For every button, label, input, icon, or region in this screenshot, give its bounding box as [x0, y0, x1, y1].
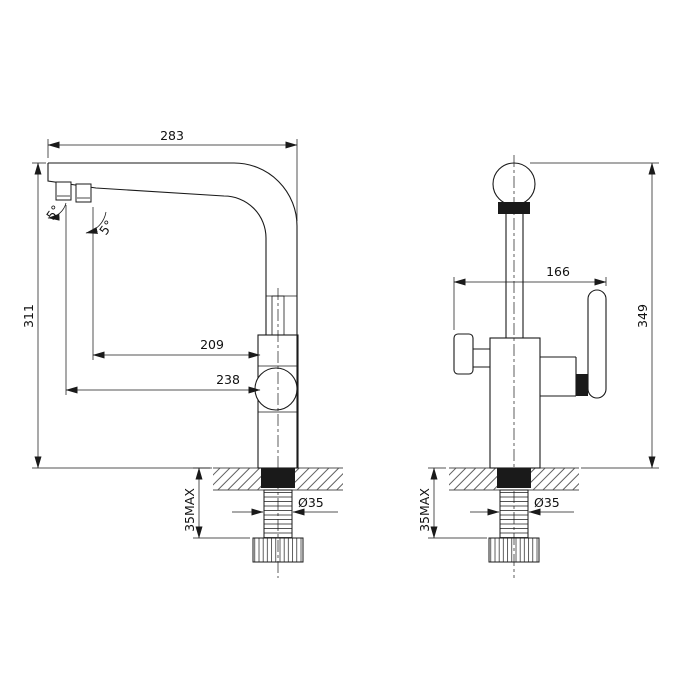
dim-overall-height-side: 311 [21, 162, 212, 469]
dim-label-angle-b: 5° [96, 217, 116, 237]
dim-shank-diameter-side: Ø35 [232, 495, 338, 516]
spout-inner-profile [47, 163, 267, 335]
dim-label-reach-inner: 209 [200, 337, 224, 352]
dim-reach-outer-outlet: 238 [65, 205, 261, 395]
angle-arc-a [47, 202, 67, 221]
angle-arc-b [85, 211, 107, 234]
dim-shank-diameter-front: Ø35 [470, 495, 574, 516]
dim-label-overall-height-side: 311 [21, 304, 36, 328]
filter-handle-front [453, 333, 474, 375]
dim-overall-height-front: 349 [530, 162, 659, 469]
spout-outer-profile [48, 162, 298, 468]
dim-label-spout-reach: 283 [160, 128, 184, 143]
dim-deck-max-side: 35MAX [182, 467, 250, 539]
angle-annotations: 5° 5° [43, 202, 116, 237]
outlet-aerator-outer [55, 181, 72, 201]
outlet-aerator-inner [75, 183, 92, 203]
dim-label-shank-dia-front: Ø35 [534, 495, 560, 510]
dim-label-deck-max-side: 35MAX [182, 488, 197, 532]
lever-handle-front [587, 289, 607, 399]
front-view: 166 349 Ø35 35MAX [417, 155, 659, 578]
dim-deck-max-front: 35MAX [417, 467, 487, 539]
dim-spout-reach: 283 [47, 128, 298, 221]
handle-knob-side [254, 367, 298, 411]
lever-joint [576, 374, 588, 396]
dim-label-angle-a: 5° [43, 202, 63, 222]
dim-label-shank-dia-side: Ø35 [298, 495, 324, 510]
dim-label-handle-span: 166 [546, 264, 570, 279]
dim-label-deck-max-front: 35MAX [417, 488, 432, 532]
dim-label-overall-height-front: 349 [635, 304, 650, 328]
dim-reach-inner-outlet: 209 [92, 207, 261, 360]
dim-label-reach-outer: 238 [216, 372, 240, 387]
dim-handle-span: 166 [453, 264, 607, 330]
faucet-body-front [489, 337, 541, 469]
side-view: 283 311 209 238 5° 5° [21, 128, 344, 578]
